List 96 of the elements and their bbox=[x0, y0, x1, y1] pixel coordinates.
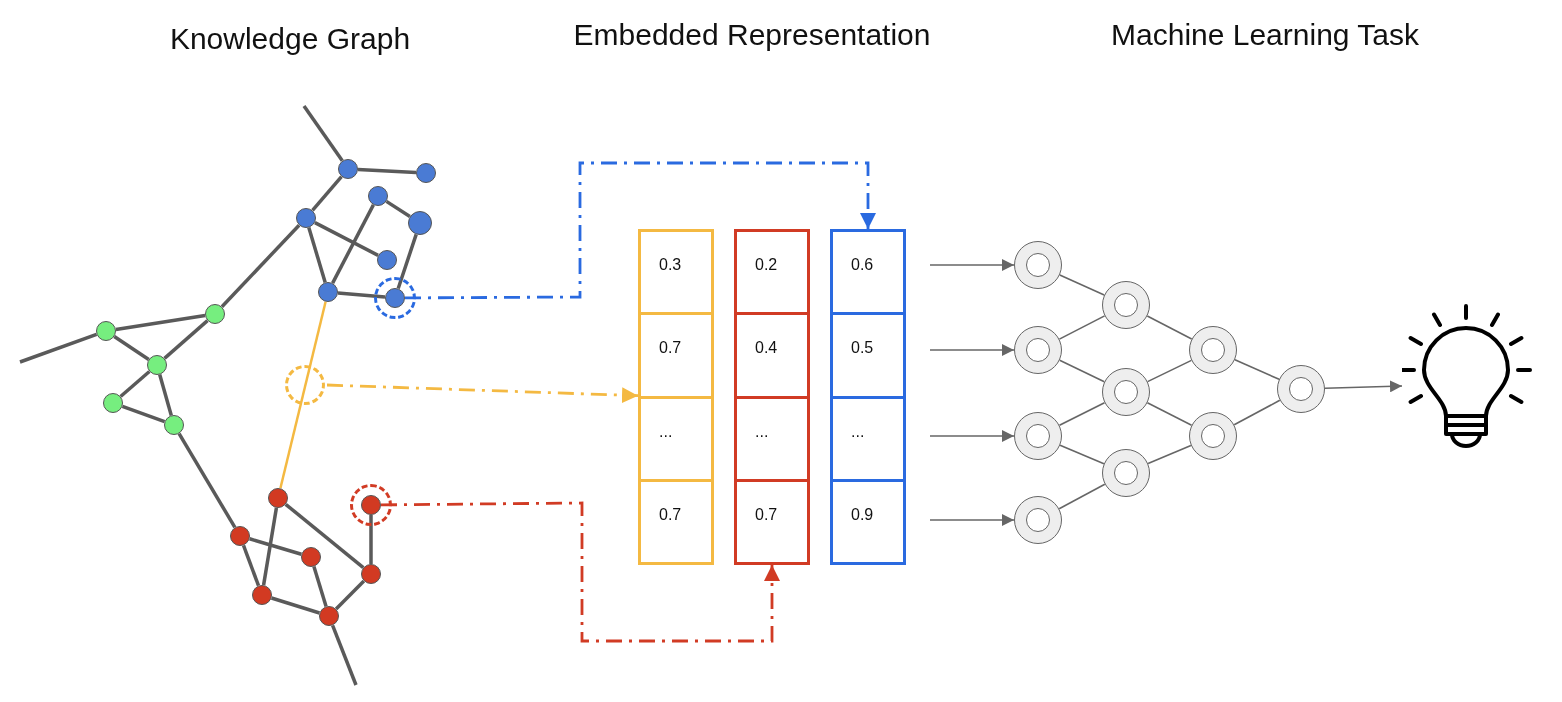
graph-edge bbox=[279, 301, 327, 489]
graph-edge bbox=[163, 319, 209, 360]
graph-node bbox=[368, 186, 388, 206]
graph-edge bbox=[311, 175, 343, 212]
graph-edge bbox=[369, 515, 373, 564]
graph-node bbox=[361, 495, 381, 515]
graph-edge bbox=[261, 507, 279, 586]
graph-edge bbox=[158, 374, 173, 416]
graph-edge bbox=[307, 227, 327, 283]
graph-edge bbox=[220, 224, 301, 308]
section-heading: Knowledge Graph bbox=[169, 22, 411, 56]
connection-line bbox=[1234, 358, 1280, 381]
graph-edge bbox=[241, 544, 261, 587]
embedding-vector bbox=[830, 229, 906, 565]
graph-node bbox=[416, 163, 436, 183]
connection-line bbox=[1146, 402, 1193, 426]
graph-edge bbox=[334, 579, 366, 611]
vector-entry: 0.6 bbox=[850, 255, 875, 275]
neuron bbox=[1014, 241, 1062, 289]
graph-edge bbox=[385, 199, 411, 218]
graph-edge bbox=[284, 502, 365, 570]
connection-line bbox=[1059, 274, 1105, 296]
vector-entry: 0.9 bbox=[833, 478, 903, 562]
graph-edge bbox=[177, 432, 237, 529]
graph-edge bbox=[312, 566, 328, 607]
graph-edge bbox=[314, 221, 379, 257]
graph-edge bbox=[357, 167, 417, 175]
graph-node bbox=[301, 547, 321, 567]
neuron bbox=[1189, 326, 1237, 374]
connection-line bbox=[1146, 359, 1193, 383]
graph-node bbox=[318, 282, 338, 302]
graph-node bbox=[230, 526, 250, 546]
vector-entry: 0.3 bbox=[658, 255, 683, 275]
connection-line bbox=[1058, 359, 1106, 383]
graph-node bbox=[338, 159, 358, 179]
dash-dot-arrow bbox=[381, 501, 780, 643]
graph-node bbox=[385, 288, 405, 308]
neuron bbox=[1014, 326, 1062, 374]
neuron bbox=[1277, 365, 1325, 413]
graph-edge bbox=[270, 596, 321, 615]
dash-dot-arrow bbox=[326, 383, 639, 404]
graph-node bbox=[205, 304, 225, 324]
connection-line bbox=[1059, 444, 1105, 465]
vector-entry: 0.4 bbox=[737, 312, 807, 396]
connection-line bbox=[1058, 401, 1106, 427]
section-heading: Machine Learning Task bbox=[1111, 18, 1419, 52]
arrow bbox=[929, 514, 1015, 526]
graph-node bbox=[361, 564, 381, 584]
graph-edge bbox=[121, 404, 166, 424]
graph-edge bbox=[249, 537, 302, 556]
connection-line bbox=[1058, 483, 1106, 510]
graph-node bbox=[164, 415, 184, 435]
graph-edge bbox=[331, 204, 375, 284]
graph-node bbox=[319, 606, 339, 626]
neuron bbox=[1102, 281, 1150, 329]
vector-entry: 0.7 bbox=[641, 312, 711, 396]
graph-node bbox=[252, 585, 272, 605]
graph-node bbox=[147, 355, 167, 375]
vector-entry: ... bbox=[737, 395, 807, 479]
vector-entry: 0.7 bbox=[641, 478, 711, 562]
connection-line bbox=[1146, 315, 1193, 340]
connection-line bbox=[1147, 444, 1192, 465]
graph-edge bbox=[302, 105, 344, 162]
graph-node bbox=[103, 393, 123, 413]
dash-dot-arrow bbox=[405, 161, 876, 300]
graph-edge bbox=[119, 370, 151, 398]
embedding-vector bbox=[638, 229, 714, 565]
neuron bbox=[1014, 496, 1062, 544]
graph-edge bbox=[113, 335, 150, 361]
graph-node bbox=[268, 488, 288, 508]
neuron bbox=[1014, 412, 1062, 460]
vector-entry: ... bbox=[641, 395, 711, 479]
neuron bbox=[1102, 368, 1150, 416]
arrow bbox=[929, 344, 1015, 356]
vector-entry: ... bbox=[833, 395, 903, 479]
graph-edge bbox=[337, 291, 386, 299]
graph-edge bbox=[330, 624, 358, 686]
connection-line bbox=[1233, 399, 1281, 426]
arrow bbox=[929, 259, 1015, 271]
graph-node bbox=[408, 211, 432, 235]
graph-edge bbox=[19, 332, 98, 364]
connection-line bbox=[1058, 315, 1106, 340]
section-heading: Embedded Representation bbox=[573, 18, 931, 52]
graph-node bbox=[377, 250, 397, 270]
arrow bbox=[929, 430, 1015, 442]
neuron bbox=[1189, 412, 1237, 460]
graph-edge bbox=[115, 313, 206, 332]
embedding-vector bbox=[734, 229, 810, 565]
vector-entry: 0.2 bbox=[754, 255, 779, 275]
vector-entry: 0.7 bbox=[737, 478, 807, 562]
graph-node bbox=[96, 321, 116, 341]
graph-edge bbox=[396, 233, 418, 290]
neuron bbox=[1102, 449, 1150, 497]
graph-node bbox=[296, 208, 316, 228]
arrow bbox=[1324, 380, 1403, 393]
vector-entry: 0.5 bbox=[833, 312, 903, 396]
